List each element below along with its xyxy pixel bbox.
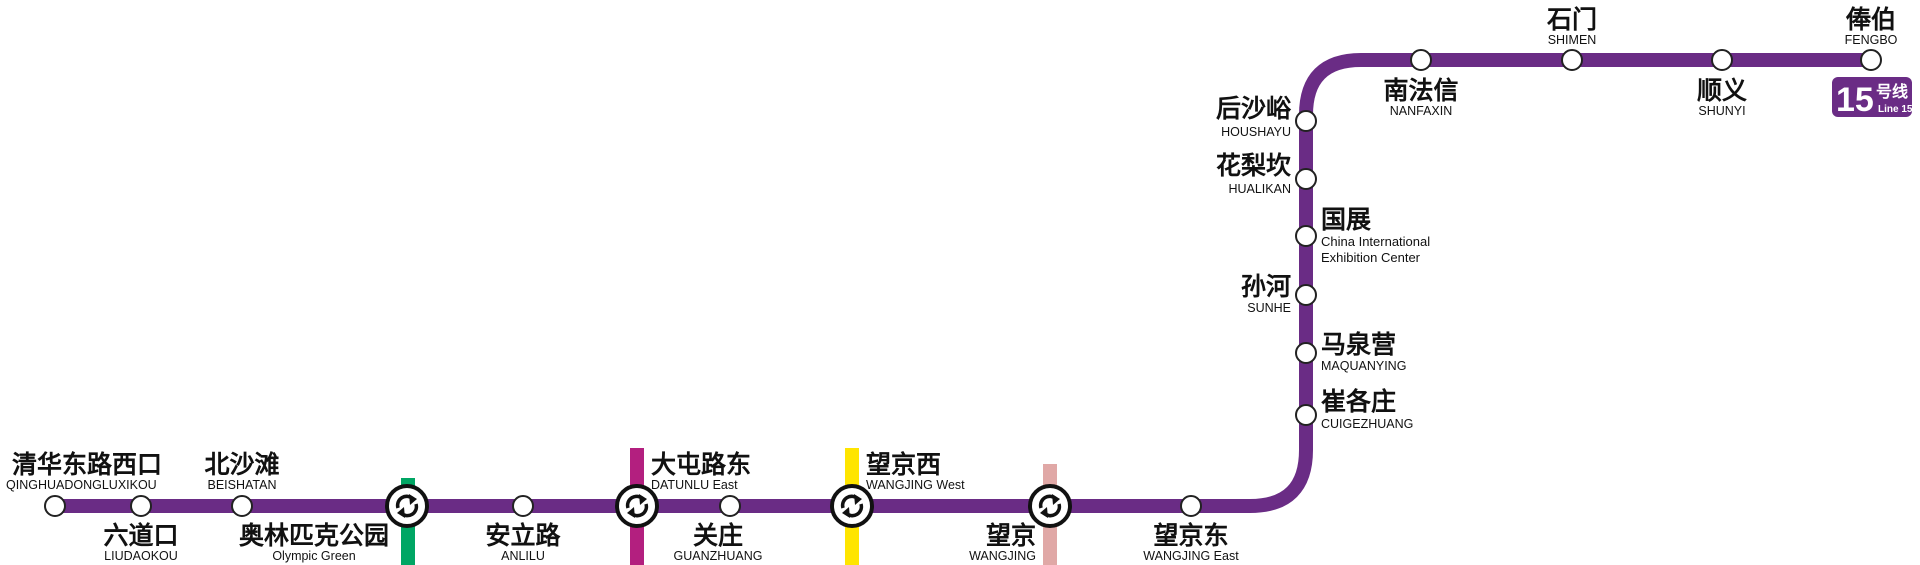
station-name-zh: 国展 bbox=[1321, 205, 1371, 234]
transfer-station-marker[interactable] bbox=[830, 484, 874, 528]
station-marker[interactable] bbox=[44, 495, 66, 517]
station-hualikan[interactable]: 花梨坎 HUALIKAN bbox=[1216, 151, 1317, 196]
station-name-zh: 南法信 bbox=[1383, 76, 1458, 105]
line-badge-background bbox=[1832, 77, 1912, 117]
station-name-en: MAQUANYING bbox=[1321, 359, 1406, 373]
transfer-icon bbox=[395, 494, 419, 518]
station-marker[interactable] bbox=[1295, 110, 1317, 132]
station-name-zh: 马泉营 bbox=[1321, 330, 1396, 359]
station-name-zh: 北沙滩 bbox=[204, 450, 279, 479]
transfer-station-marker[interactable] bbox=[615, 484, 659, 528]
station-name-en: BEISHATAN bbox=[208, 478, 277, 492]
station-name-en: DATUNLU East bbox=[651, 478, 738, 492]
station-name-en: FENGBO bbox=[1845, 33, 1898, 47]
station-name-en: NANFAXIN bbox=[1390, 104, 1453, 118]
line-badge-label-en: Line 15 bbox=[1878, 104, 1913, 115]
station-marker[interactable] bbox=[1295, 225, 1317, 247]
line-15-track bbox=[48, 53, 1877, 513]
station-marker[interactable] bbox=[1295, 168, 1317, 190]
station-marker[interactable] bbox=[719, 495, 741, 517]
line-badge-label-zh: 号线 bbox=[1876, 82, 1908, 101]
line-badge: 15 号线 Line 15 bbox=[1832, 77, 1913, 119]
station-marker[interactable] bbox=[1711, 49, 1733, 71]
station-marker[interactable] bbox=[1295, 404, 1317, 426]
station-name-en: WANGJING bbox=[969, 549, 1036, 563]
station-name-en: WANGJING West bbox=[866, 478, 965, 492]
station-name-en: Olympic Green bbox=[272, 549, 355, 563]
station-name-en: SHUNYI bbox=[1698, 104, 1745, 118]
station-name-zh: 俸伯 bbox=[1845, 5, 1896, 34]
station-name-en: HOUSHAYU bbox=[1221, 125, 1291, 139]
line-badge-number: 15 bbox=[1836, 81, 1874, 119]
station-name-en: WANGJING East bbox=[1143, 549, 1239, 563]
station-marker[interactable] bbox=[512, 495, 534, 517]
station-name-zh: 奥林匹克公园 bbox=[239, 521, 389, 550]
station-marker[interactable] bbox=[1410, 49, 1432, 71]
station-name-en: GUANZHUANG bbox=[674, 549, 763, 563]
station-name-zh: 望京 bbox=[986, 521, 1036, 550]
station-marker[interactable] bbox=[1295, 342, 1317, 364]
transfer-icon bbox=[625, 494, 649, 518]
station-name-zh: 顺义 bbox=[1697, 76, 1747, 105]
transfer-station-marker[interactable] bbox=[385, 484, 429, 528]
station-name-en: QINGHUADONGLUXIKOU bbox=[6, 478, 157, 492]
station-name-en: HUALIKAN bbox=[1228, 182, 1291, 196]
transfer-icon bbox=[1038, 494, 1062, 518]
station-name-zh: 崔各庄 bbox=[1321, 387, 1396, 416]
station-name-zh: 后沙峪 bbox=[1216, 94, 1292, 123]
station-name-zh: 六道口 bbox=[103, 521, 178, 550]
station-name-en: China International bbox=[1321, 234, 1430, 249]
station-marker[interactable] bbox=[1860, 49, 1882, 71]
station-name-zh: 安立路 bbox=[485, 521, 561, 550]
station-name-zh: 大屯路东 bbox=[651, 450, 751, 479]
station-name-zh: 清华东路西口 bbox=[12, 450, 162, 479]
station-name-zh: 望京西 bbox=[866, 450, 941, 479]
station-marker[interactable] bbox=[1561, 49, 1583, 71]
station-marker[interactable] bbox=[130, 495, 152, 517]
station-name-en: ANLILU bbox=[501, 549, 545, 563]
station-houshayu[interactable]: 后沙峪 HOUSHAYU bbox=[1216, 94, 1317, 139]
station-marker[interactable] bbox=[231, 495, 253, 517]
station-name-zh: 望京东 bbox=[1153, 521, 1228, 550]
transfer-station-marker[interactable] bbox=[1028, 484, 1072, 528]
station-name-en: SHIMEN bbox=[1548, 33, 1597, 47]
station-name-en: LIUDAOKOU bbox=[104, 549, 178, 563]
station-name-zh: 孙河 bbox=[1241, 272, 1291, 301]
station-name-zh: 花梨坎 bbox=[1216, 151, 1291, 180]
station-name-en: SUNHE bbox=[1247, 301, 1291, 315]
stations-layer: 清华东路西口QINGHUADONGLUXIKOU六道口LIUDAOKOU北沙滩B… bbox=[6, 5, 1898, 563]
station-name-en: CUIGEZHUANG bbox=[1321, 417, 1413, 431]
station-name-en: Exhibition Center bbox=[1321, 250, 1421, 265]
station-marker[interactable] bbox=[1295, 284, 1317, 306]
station-name-zh: 关庄 bbox=[693, 521, 743, 550]
transfer-icon bbox=[840, 494, 864, 518]
station-name-zh: 石门 bbox=[1546, 5, 1597, 34]
station-marker[interactable] bbox=[1180, 495, 1202, 517]
